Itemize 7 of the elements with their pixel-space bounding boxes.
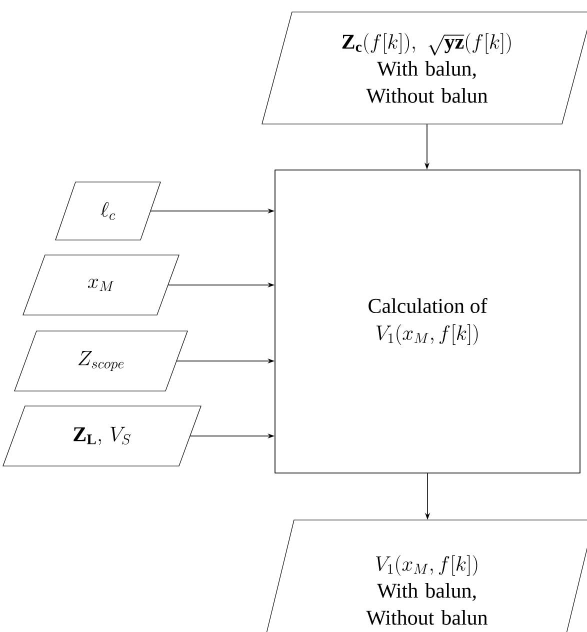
process-box: Calculation of $V_1(x_M, f[k])$: [274, 170, 580, 474]
data-parallelogram: $Z_{scope}$: [14, 330, 188, 392]
data-parallelogram: $\mathbf{Z_L},\, V_S$: [2, 406, 202, 466]
data-parallelogram: $V_1(x_M, f[k])$ With balun, Without balun: [260, 520, 587, 632]
data-parallelogram: $\mathbf{Z_c}(f[k]),\ \sqrt{\mathbf{yz}}(f[k])$ With balun, Without balun: [262, 12, 587, 124]
data-parallelogram: $\ell_c$: [55, 182, 161, 240]
data-parallelogram: $x_M$: [22, 254, 180, 316]
